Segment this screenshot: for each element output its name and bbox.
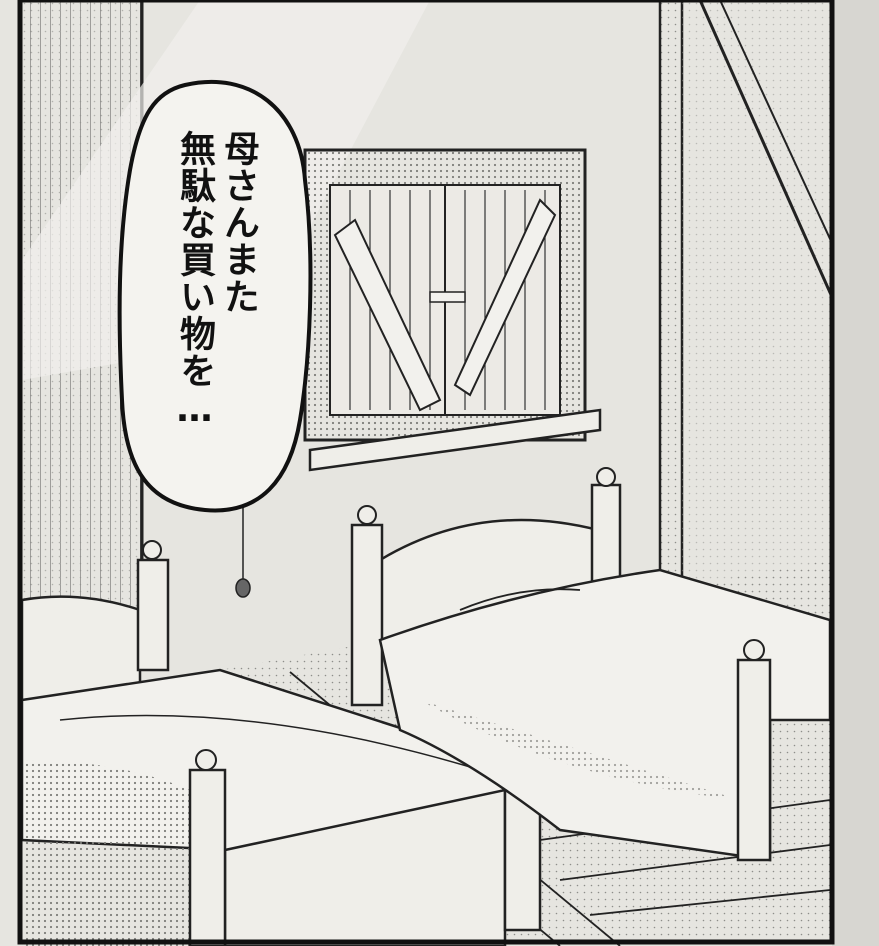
speech-line-1: 母さんまた xyxy=(218,130,259,315)
panel-border xyxy=(17,0,835,945)
window-shutters xyxy=(303,148,602,472)
speech-bubble xyxy=(117,79,313,513)
corner-pillar xyxy=(658,0,684,590)
bed-back-right xyxy=(350,467,832,862)
light-pull-cord xyxy=(235,500,251,598)
bed-left-far xyxy=(20,540,170,702)
bed-front-left xyxy=(20,668,542,946)
speech-line-2: 無駄な買い物を… xyxy=(174,130,215,431)
speech-bubble-text: 母さんまた 無駄な買い物を… xyxy=(150,130,260,490)
